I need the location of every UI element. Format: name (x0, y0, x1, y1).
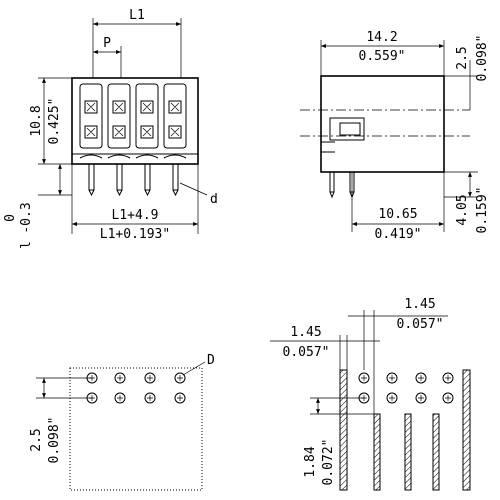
pins-side (329, 171, 355, 199)
dim-row-mm: 2.5 (29, 428, 44, 451)
contact-slots (79, 83, 187, 159)
front-view: L1 P (3, 8, 218, 249)
footprint-left: D 2.5 0.098" (29, 353, 215, 491)
footprint-outline (69, 367, 203, 491)
label-d: d (210, 192, 218, 207)
dim-L1: L1 (129, 8, 145, 23)
pins-front (88, 163, 179, 197)
dim-side-width-in: 0.559" (359, 49, 406, 64)
dim-P: P (103, 36, 111, 51)
dim-top-mm: 1.45 (404, 297, 435, 312)
dim-side-offset-in: 0.098" (475, 35, 490, 82)
dim-side-width-mm: 14.2 (366, 30, 397, 45)
housing-side (320, 75, 445, 173)
side-view: 14.2 0.559" 2.5 0.098" 10.65 0.419" 4.0 (300, 30, 490, 242)
footprint-right: 1.45 0.057" 1.45 0.057" 1.84 0.072" (270, 297, 471, 491)
dim-side-depth-mm: 10.65 (378, 207, 417, 222)
dim-side-pin-in: 0.159" (475, 187, 490, 234)
tol-l: l (19, 241, 34, 249)
dim-vert-in: 0.072" (321, 439, 336, 486)
dim-vert-mm: 1.84 (303, 446, 318, 477)
pcb-holes-right (358, 372, 454, 404)
dim-height-mm: 10.8 (29, 105, 44, 136)
dim-width-mm: L1+4.9 (112, 208, 159, 223)
latch (329, 117, 365, 141)
housing-front (71, 77, 199, 165)
tol-bottom: -0.3 (19, 202, 34, 233)
dim-side-offset-mm: 2.5 (455, 46, 470, 69)
tol-top: 0 (3, 214, 18, 222)
dim-side-depth-in: 0.419" (375, 227, 422, 242)
dim-height-in: 0.425" (47, 98, 62, 145)
pcb-holes (86, 372, 186, 404)
dim-side-pin-mm: 4.05 (455, 194, 470, 225)
dim-row-in: 0.098" (47, 417, 62, 464)
dim-top-in: 0.057" (397, 317, 444, 332)
dim-left-in: 0.057" (283, 345, 330, 360)
dim-left-mm: 1.45 (290, 325, 321, 340)
dim-width-in: L1+0.193" (100, 227, 170, 242)
label-D: D (207, 353, 215, 368)
